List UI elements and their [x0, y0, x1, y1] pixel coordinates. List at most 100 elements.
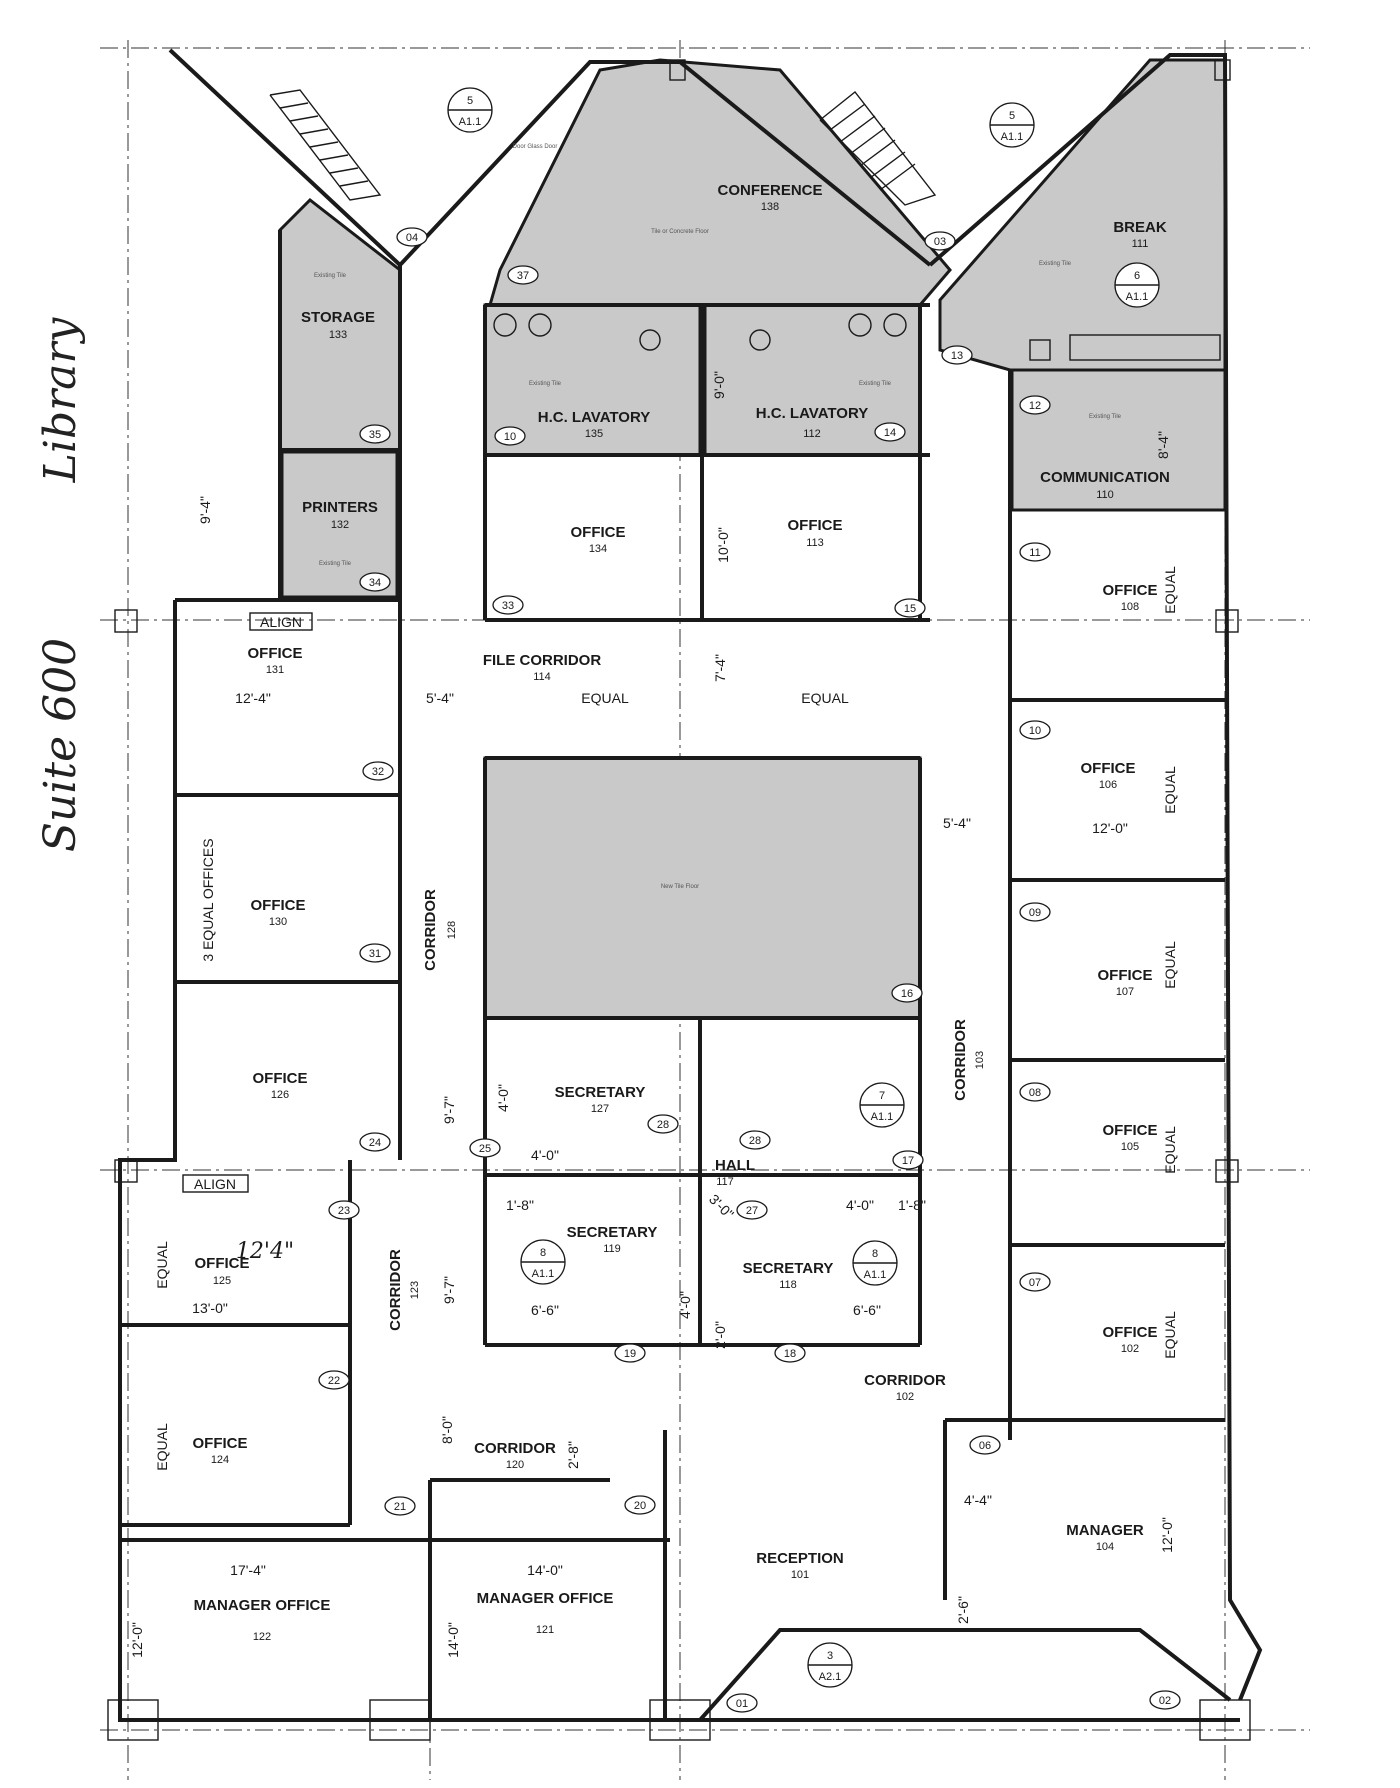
dim-12-0-right: 12'-0" — [1159, 1517, 1175, 1553]
svg-text:5: 5 — [467, 95, 473, 107]
secretary-119-number: 119 — [603, 1243, 621, 1255]
door-tag: 17 — [902, 1155, 914, 1167]
door-tag: 03 — [934, 236, 946, 248]
dim-three-equal-offices: 3 EQUAL OFFICES — [200, 838, 216, 961]
dim-2-8: 2'-8" — [565, 1441, 581, 1469]
align-bottom: ALIGN — [194, 1176, 236, 1192]
dim-13-0: 13'-0" — [192, 1300, 228, 1316]
conference-note: Tile or Concrete Floor — [651, 229, 709, 235]
align-top: ALIGN — [260, 614, 302, 630]
lavatory-112-number: 112 — [803, 428, 821, 440]
dim-14-0-h: 14'-0" — [527, 1562, 563, 1578]
storage-label: STORAGE — [301, 309, 375, 326]
manager-122-label: MANAGER OFFICE — [194, 1597, 331, 1614]
door-tag: 01 — [736, 1698, 748, 1710]
corridor-123-number: 123 — [409, 1281, 421, 1299]
dimension-labels: 9'-4" 8'-4" 9'-0" 10'-0" 7'-4" 12'-4" 5'… — [129, 371, 1178, 1658]
handwritten-suite: Suite 600 — [35, 638, 86, 852]
door-tag: 21 — [394, 1501, 406, 1513]
office-107-label: OFFICE — [1098, 967, 1153, 984]
column-markers — [107, 59, 1251, 1741]
dim-9-0: 9'-0" — [711, 371, 727, 399]
handwriting: Suite 600 Library 12'4" — [35, 317, 294, 1264]
door-tag: 34 — [369, 577, 381, 589]
office-125-number: 125 — [213, 1275, 231, 1287]
dim-4-4: 4'-4" — [964, 1492, 992, 1508]
door-tag: 25 — [479, 1143, 491, 1155]
door-tag: 10 — [504, 431, 516, 443]
dim-12-4: 12'-4" — [235, 690, 271, 706]
dim-equal-b: EQUAL — [801, 690, 849, 706]
center-room-note: New Tile Floor — [661, 884, 699, 890]
printers-note: Existing Tile — [319, 561, 352, 567]
handwritten-library: Library — [35, 317, 86, 484]
handwritten-office-dim: 12'4" — [236, 1239, 294, 1264]
office-131-label: OFFICE — [248, 645, 303, 662]
center-room — [483, 756, 922, 1020]
office-130-number: 130 — [269, 916, 287, 928]
dim-12-0-mid: 12'-0" — [1092, 820, 1128, 836]
secretary-127-number: 127 — [591, 1103, 609, 1115]
dim-equal-105: EQUAL — [1162, 1126, 1178, 1174]
office-113-label: OFFICE — [788, 517, 843, 534]
file-corridor-number: 114 — [533, 671, 551, 683]
interior-walls — [120, 300, 1225, 1720]
door-tag: 16 — [901, 988, 913, 1000]
section-tag: 7 A1.1 — [859, 1082, 905, 1128]
corridor-123-label: CORRIDOR — [387, 1249, 404, 1331]
secretary-119-label: SECRETARY — [567, 1224, 658, 1241]
communication-room — [1010, 368, 1227, 512]
dim-equal-125: EQUAL — [154, 1241, 170, 1289]
door-tag: 23 — [338, 1205, 350, 1217]
door-tag: 32 — [372, 766, 384, 778]
section-tag: 6 A1.1 — [1114, 262, 1160, 308]
svg-text:8: 8 — [540, 1247, 546, 1259]
manager-122-number: 122 — [253, 1631, 271, 1643]
office-108-label: OFFICE — [1103, 582, 1158, 599]
svg-text:6: 6 — [1134, 270, 1140, 282]
corridor-103-number: 103 — [974, 1051, 986, 1069]
office-134-number: 134 — [589, 543, 607, 555]
office-107-number: 107 — [1116, 986, 1134, 998]
svg-text:A2.1: A2.1 — [819, 1671, 842, 1683]
office-131-number: 131 — [266, 664, 284, 676]
secretary-118-number: 118 — [779, 1279, 797, 1291]
office-106-number: 106 — [1099, 779, 1117, 791]
office-126-number: 126 — [271, 1089, 289, 1101]
break-note: Existing Tile — [1039, 261, 1072, 267]
dim-1-8-a: 1'-8" — [506, 1197, 534, 1213]
room-labels: CONFERENCE 138 Tile or Concrete Floor BR… — [193, 144, 1170, 1643]
door-tag: 35 — [369, 429, 381, 441]
shaded-rooms — [278, 58, 1227, 1020]
dim-6-6-a: 6'-6" — [531, 1302, 559, 1318]
door-tag: 27 — [746, 1205, 758, 1217]
office-124-label: OFFICE — [193, 1435, 248, 1452]
dim-12-0-left: 12'-0" — [129, 1622, 145, 1658]
office-108-number: 108 — [1121, 601, 1139, 613]
dim-equal-106: EQUAL — [1162, 766, 1178, 814]
dim-4-0-c: 4'-0" — [846, 1197, 874, 1213]
corridor-102-label: CORRIDOR — [864, 1372, 946, 1389]
office-113-number: 113 — [806, 537, 824, 549]
svg-text:A1.1: A1.1 — [871, 1111, 894, 1123]
dim-8-0: 8'-0" — [439, 1416, 455, 1444]
manager-121-label: MANAGER OFFICE — [477, 1590, 614, 1607]
manager-121-number: 121 — [536, 1624, 554, 1636]
svg-text:A1.1: A1.1 — [864, 1269, 887, 1281]
dim-4-0-b: 4'-0" — [531, 1147, 559, 1163]
printers-label: PRINTERS — [302, 499, 378, 516]
fixtures — [493, 313, 1221, 361]
dim-10-0: 10'-0" — [715, 527, 731, 563]
corridor-120-label: CORRIDOR — [474, 1440, 556, 1457]
door-tag: 28 — [749, 1135, 761, 1147]
dim-equal-108: EQUAL — [1162, 566, 1178, 614]
dim-equal-124: EQUAL — [154, 1423, 170, 1471]
dim-1-8-b: 1'-8" — [898, 1197, 926, 1213]
secretary-127-label: SECRETARY — [555, 1084, 646, 1101]
svg-text:A1.1: A1.1 — [459, 116, 482, 128]
lavatory-135-note: Existing Tile — [529, 381, 562, 387]
svg-text:A1.1: A1.1 — [1001, 131, 1024, 143]
section-tag: 3 A2.1 — [807, 1642, 853, 1688]
door-tag: 24 — [369, 1137, 381, 1149]
